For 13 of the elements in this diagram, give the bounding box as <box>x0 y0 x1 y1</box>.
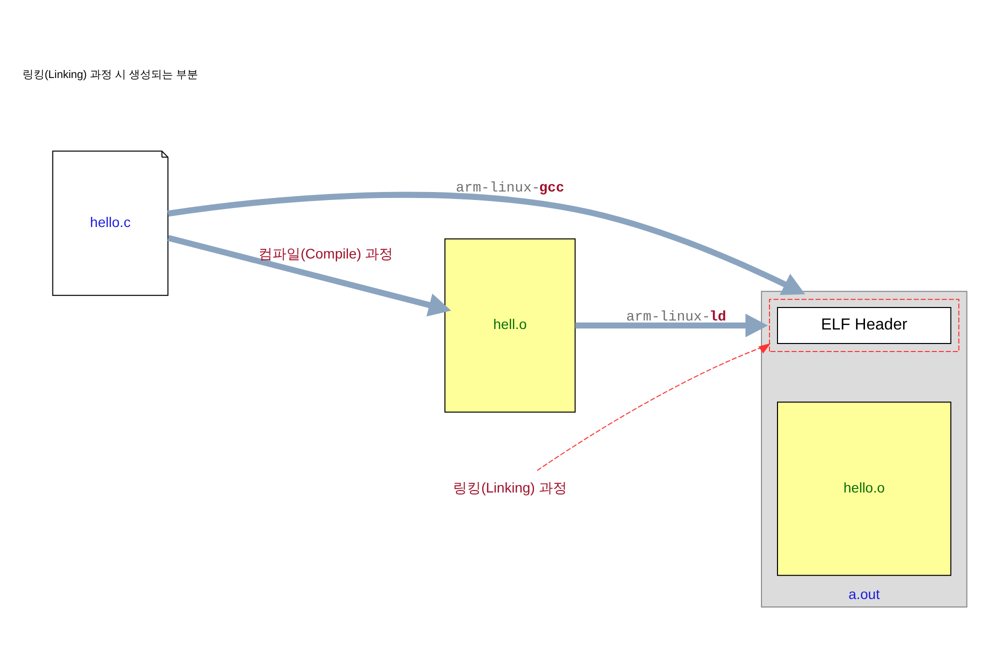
edge-label: 컴파일(Compile) 과정 <box>258 246 393 262</box>
arrow <box>574 314 768 338</box>
arrow <box>167 192 805 295</box>
label: 링킹(Linking) 과정 시 생성되는 부분 <box>22 68 198 81</box>
cluster <box>768 298 959 352</box>
edge-label: arm-linux-gcc <box>455 180 564 196</box>
node-box: hello.o <box>776 402 951 576</box>
arrow <box>167 235 451 316</box>
edge-label: arm-linux-ld <box>626 310 726 326</box>
node-text: 링킹(Linking) 과정 <box>452 479 566 496</box>
arrow <box>536 343 770 471</box>
node-box: ELF Header <box>776 306 951 344</box>
node-box: hell.o <box>444 238 576 413</box>
